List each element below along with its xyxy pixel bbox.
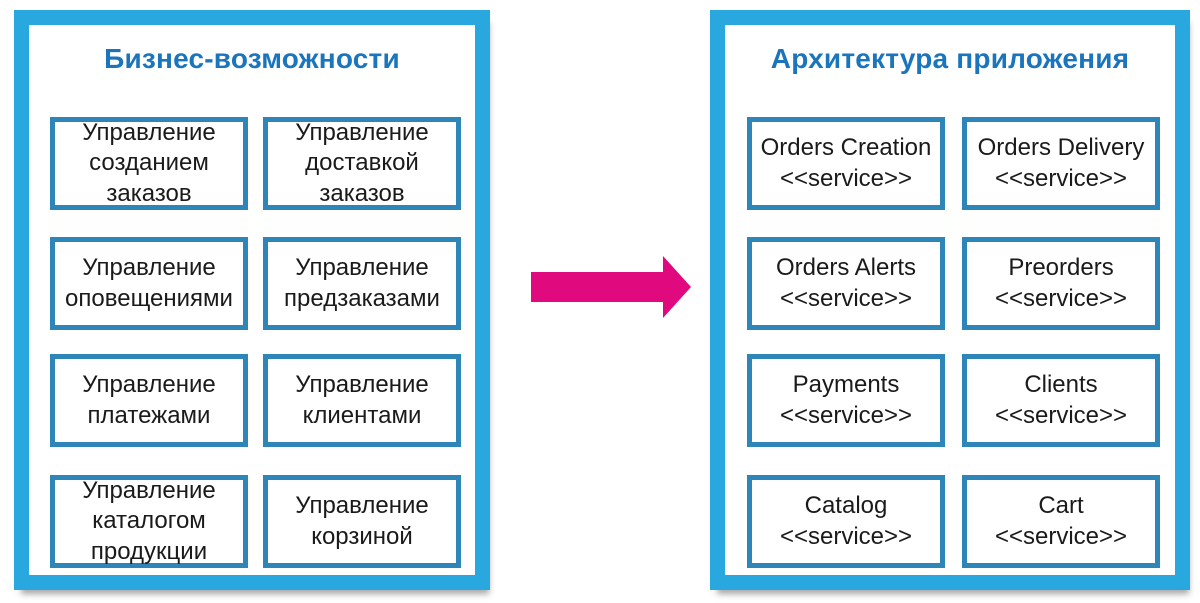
capability-label: Управление доставкой заказов (295, 119, 429, 207)
capability-box-cart: Управление корзиной (263, 475, 461, 568)
capability-label: Управление предзаказами (284, 254, 440, 312)
application-architecture-title: Архитектура приложения (770, 43, 1130, 74)
right-arrow-icon (531, 256, 691, 318)
capability-box-orders-creation: Управление созданием заказов (50, 117, 248, 210)
capability-label: Управление клиентами (295, 371, 429, 429)
service-name: Orders Creation (760, 134, 932, 162)
capability-label: Управление оповещениями (65, 254, 233, 312)
capability-label: Управление созданием заказов (82, 119, 216, 207)
service-name: Orders Delivery (977, 134, 1145, 162)
service-box-orders-delivery: Orders Delivery <<service>> (962, 117, 1160, 210)
capability-label: Управление каталогом продукции (82, 477, 216, 565)
capability-box-preorders: Управление предзаказами (263, 237, 461, 330)
service-box-payments: Payments <<service>> (747, 354, 945, 447)
service-box-orders-creation: Orders Creation <<service>> (747, 117, 945, 210)
capability-box-orders-delivery: Управление доставкой заказов (263, 117, 461, 210)
capability-box-clients: Управление клиентами (263, 354, 461, 447)
service-box-cart: Cart <<service>> (962, 475, 1160, 568)
service-stereotype: <<service>> (779, 522, 913, 550)
service-stereotype: <<service>> (779, 164, 913, 192)
capability-box-alerts: Управление оповещениями (50, 237, 248, 330)
capability-box-payments: Управление платежами (50, 354, 248, 447)
service-name: Orders Alerts (775, 254, 917, 282)
business-capabilities-panel: Бизнес-возможности Управление созданием … (14, 10, 490, 590)
capability-label: Управление корзиной (295, 492, 429, 550)
service-stereotype: <<service>> (779, 401, 913, 429)
service-name: Clients (1024, 371, 1098, 399)
service-name: Preorders (1008, 254, 1114, 282)
capability-label: Управление платежами (82, 371, 216, 429)
service-stereotype: <<service>> (779, 284, 913, 312)
service-box-preorders: Preorders <<service>> (962, 237, 1160, 330)
service-name: Catalog (804, 492, 888, 520)
service-name: Payments (792, 371, 900, 399)
service-name: Cart (1038, 492, 1084, 520)
service-box-orders-alerts: Orders Alerts <<service>> (747, 237, 945, 330)
business-capabilities-title: Бизнес-возможности (104, 43, 400, 74)
service-box-clients: Clients <<service>> (962, 354, 1160, 447)
capability-box-catalog: Управление каталогом продукции (50, 475, 248, 568)
application-architecture-panel: Архитектура приложения Orders Creation <… (710, 10, 1190, 590)
service-stereotype: <<service>> (994, 522, 1128, 550)
service-stereotype: <<service>> (994, 284, 1128, 312)
service-stereotype: <<service>> (994, 164, 1128, 192)
service-stereotype: <<service>> (994, 401, 1128, 429)
service-box-catalog: Catalog <<service>> (747, 475, 945, 568)
